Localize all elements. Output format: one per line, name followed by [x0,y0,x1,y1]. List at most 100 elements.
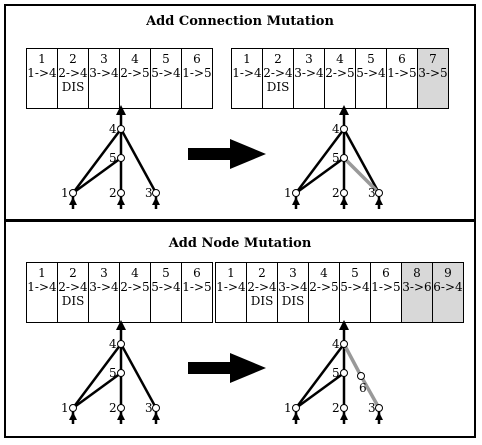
node-5 [340,369,348,377]
node-4 [340,340,348,348]
arrowhead-up-icon [292,197,300,205]
gene-innovation-number: 6 [382,266,390,280]
gene-connection: 2->4 [58,280,88,294]
gene-innovation-number: 4 [336,52,344,66]
gene-connection: 1->4 [27,280,57,294]
new-edge-6-4 [342,343,363,377]
node-label-2: 2 [109,401,117,415]
node-6 [357,372,365,380]
arrowhead-up-icon [375,197,383,205]
edge-1-5 [295,371,345,410]
node-4 [340,125,348,133]
node-label-2: 2 [332,401,340,415]
arrowhead-up-icon [340,197,348,205]
node-4 [117,125,125,133]
gene-innovation-number: 3 [305,52,313,66]
gene-innovation-number: 4 [320,266,328,280]
node-label-5: 5 [109,366,117,380]
gene-innovation-number: 2 [274,52,282,66]
arrowhead-up-icon [375,412,383,420]
gene-disabled-flag: DIS [61,294,85,308]
node-5 [117,369,125,377]
transform-arrow-icon [188,139,266,169]
arrowhead-up-icon [117,412,125,420]
node-2 [117,404,125,412]
edge-1-4 [72,343,122,409]
transform-arrow-icon [188,353,266,383]
gene-connection: 1->5 [182,280,212,294]
gene-disabled-flag: DIS [266,80,290,94]
gene-disabled-flag: DIS [61,80,85,94]
gene-innovation-number: 1 [38,266,46,280]
arrowhead-up-icon [116,320,126,330]
edge-1-4 [295,128,345,194]
gene-innovation-number: 5 [367,52,375,66]
gene-innovation-number: 2 [258,266,266,280]
node-label-4: 4 [109,337,117,351]
node-label-1: 1 [284,186,292,200]
node-label-3: 3 [368,401,376,415]
node-label-1: 1 [284,401,292,415]
gene-connection: 1->5 [371,280,401,294]
node-3 [375,404,383,412]
edge-1-5 [295,156,345,195]
node-1 [292,404,300,412]
network-before: 4 5 1 2 3 [61,105,160,209]
panel-title: Add Node Mutation [168,236,312,251]
gene-connection: 5->4 [151,66,181,80]
edge-1-5 [72,371,122,410]
gene-innovation-number: 5 [162,52,170,66]
gene-innovation-number: 3 [100,266,108,280]
gene-connection: 3->5 [418,66,448,80]
gene-connection: 1->4 [27,66,57,80]
arrowhead-up-icon [117,197,125,205]
gene-innovation-number: 4 [131,52,139,66]
gene-connection: 2->5 [309,280,339,294]
node-label-1: 1 [61,401,69,415]
gene-innovation-number: 3 [100,52,108,66]
node-label-5: 5 [109,151,117,165]
node-label-4: 4 [332,122,340,136]
edge-3-4 [119,343,158,409]
gene-disabled-flag: DIS [250,294,274,308]
gene-connection: 2->5 [120,66,150,80]
node-label-2: 2 [109,186,117,200]
gene-connection: 6->4 [433,280,463,294]
gene-connection: 2->4 [58,66,88,80]
gene-innovation-number: 6 [193,266,201,280]
gene-connection: 3->4 [278,280,308,294]
node-3 [152,189,160,197]
gene-innovation-number: 8 [413,266,421,280]
gene-connection: 2->4 [263,66,293,80]
gene-innovation-number: 1 [38,52,46,66]
node-label-5: 5 [332,151,340,165]
edge-3-4 [119,128,158,194]
edge-1-4 [72,128,122,194]
node-label-4: 4 [332,337,340,351]
node-2 [117,189,125,197]
gene-innovation-number: 2 [69,52,77,66]
node-label-2: 2 [332,186,340,200]
arrowhead-up-icon [339,105,349,115]
node-5 [340,154,348,162]
